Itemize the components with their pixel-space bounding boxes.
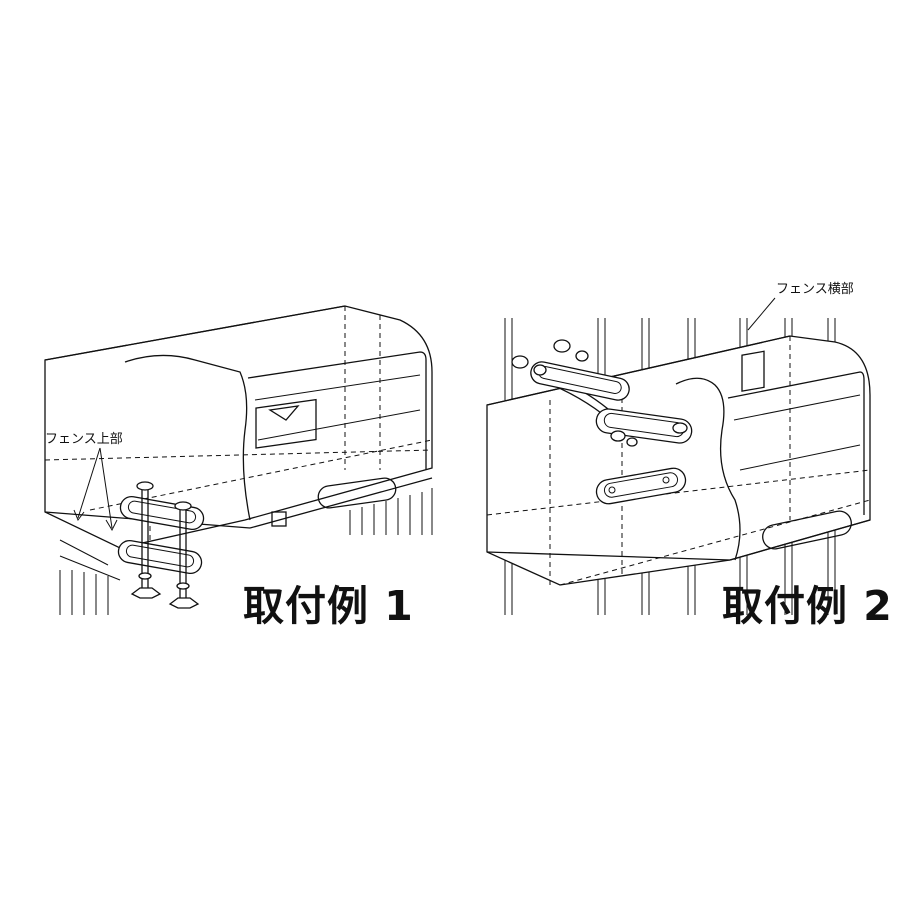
example-2-caption: 取付例 2 [722, 582, 893, 630]
label-leader-2 [747, 297, 776, 331]
bracket-hardware-1 [117, 481, 205, 609]
figure-1-drawing [44, 305, 433, 615]
fence-pickets-1 [59, 488, 433, 615]
figure-2-drawing [486, 297, 871, 615]
mailbox-body-2 [486, 335, 871, 586]
example-1-caption: 取付例 1 [243, 582, 414, 630]
bracket-hardware-2 [511, 339, 693, 505]
fence-top-label: フェンス上部 [45, 432, 123, 447]
label-arrows-1 [73, 447, 118, 532]
fence-side-label: フェンス横部 [776, 282, 854, 297]
